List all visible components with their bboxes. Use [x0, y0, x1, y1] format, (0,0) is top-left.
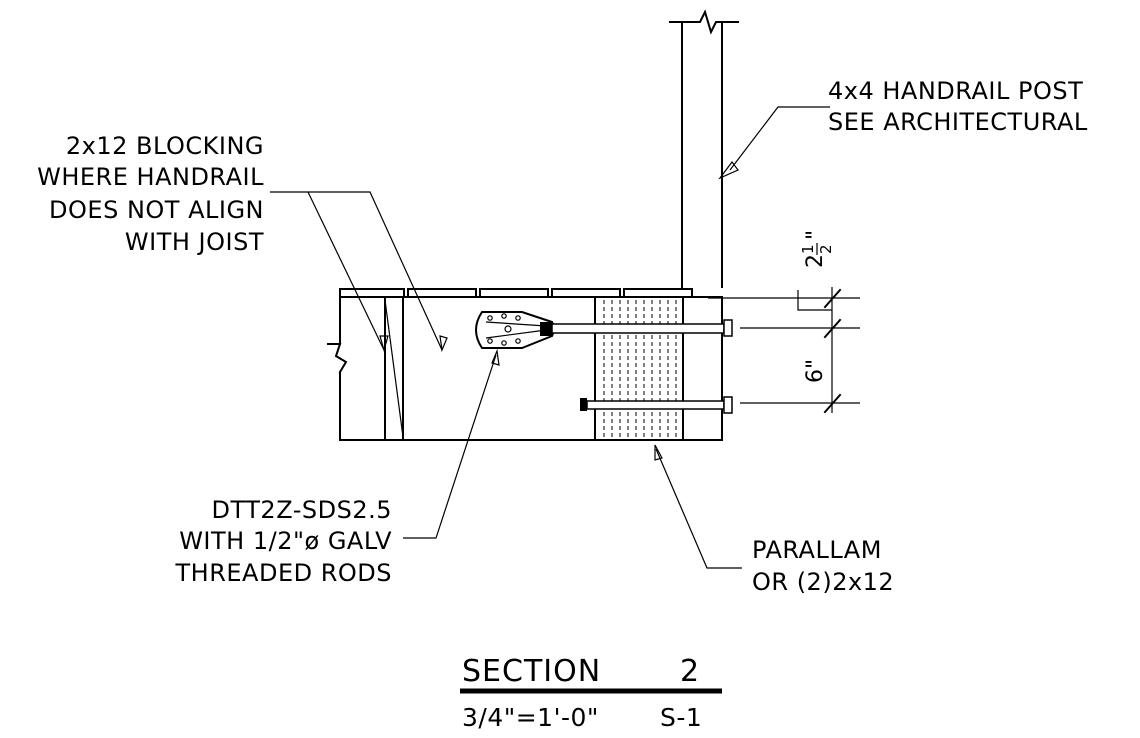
upper-dim-whole: 2: [803, 254, 828, 268]
blocking-label-line4: WITH JOIST: [125, 228, 264, 256]
upper-dim-den: 2: [817, 244, 835, 254]
sheet-reference: S-1: [660, 703, 702, 732]
handrail-post: [669, 9, 739, 288]
upper-dim-num: 1: [799, 244, 817, 254]
section-number: 2: [680, 654, 700, 689]
upper-dim-inch: ": [803, 230, 828, 240]
upper-dimension-label: 2 1 2 ": [799, 230, 835, 268]
post-label-line1: 4x4 HANDRAIL POST: [828, 77, 1083, 105]
parallam-beam: [594, 296, 684, 441]
tie-label-line1: DTT2Z-SDS2.5: [212, 496, 392, 524]
tension-tie: [475, 311, 557, 349]
blocking-label-line3: DOES NOT ALIGN: [49, 196, 264, 224]
dimension-lines: [708, 287, 860, 414]
tie-label-line3: THREADED RODS: [175, 559, 393, 587]
blocking-label-line1: 2x12 BLOCKING: [66, 132, 264, 160]
section-title: SECTION: [462, 654, 601, 689]
beam-label-line1: PARALLAM: [752, 536, 882, 564]
lower-dimension-label: 6": [803, 359, 828, 383]
threaded-rods: [551, 319, 733, 414]
tie-label-line2: WITH 1/2"ø GALV: [179, 527, 392, 555]
decking-boards: [339, 288, 723, 298]
blocking-label-line2: WHERE HANDRAIL: [37, 163, 264, 191]
joist-section: [327, 296, 723, 441]
leader-lines: [270, 106, 830, 569]
beam-label-line2: OR (2)2x12: [752, 568, 894, 596]
post-label-line2: SEE ARCHITECTURAL: [828, 108, 1088, 136]
drawing-scale: 3/4"=1'-0": [462, 703, 599, 732]
